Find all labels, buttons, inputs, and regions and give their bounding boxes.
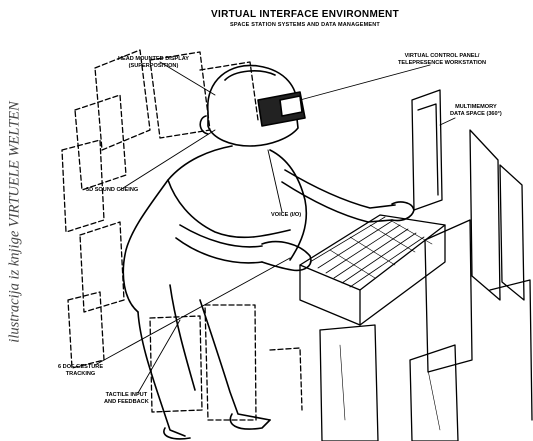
label-tactile-line2: AND FEEDBACK bbox=[104, 399, 149, 406]
helmet-figure bbox=[123, 65, 414, 438]
label-head-display-line1: HEAD MOUNTED DISPLAY bbox=[118, 56, 189, 63]
label-data-space-line1: MULTIMEMORY bbox=[450, 104, 502, 111]
floating-panel-left bbox=[62, 50, 258, 368]
label-data-space: MULTIMEMORY DATA SPACE (360°) bbox=[450, 104, 502, 117]
label-sound-cueing: 3D SOUND CUEING bbox=[86, 187, 138, 194]
label-tactile-feedback: TACTILE INPUT AND FEEDBACK bbox=[104, 392, 149, 405]
label-control-panel-line2: TELEPRESENCE WORKSTATION bbox=[398, 60, 486, 67]
label-gesture-line2: TRACKING bbox=[58, 371, 103, 378]
label-head-display: HEAD MOUNTED DISPLAY (SUPERPOSITION) bbox=[118, 56, 189, 69]
label-voice: VOICE (I/O) bbox=[271, 212, 301, 219]
label-control-panel: VIRTUAL CONTROL PANEL/ TELEPRESENCE WORK… bbox=[398, 53, 486, 66]
floating-panel-right bbox=[320, 90, 532, 441]
label-head-display-line2: (SUPERPOSITION) bbox=[118, 63, 189, 70]
label-data-space-line2: DATA SPACE (360°) bbox=[450, 111, 502, 118]
keyboard-console bbox=[300, 215, 445, 325]
label-gesture-line1: 6 DOF GESTURE bbox=[58, 364, 103, 371]
label-tactile-line1: TACTILE INPUT bbox=[104, 392, 149, 399]
label-gesture-tracking: 6 DOF GESTURE TRACKING bbox=[58, 364, 103, 377]
label-control-panel-line1: VIRTUAL CONTROL PANEL/ bbox=[398, 53, 486, 60]
